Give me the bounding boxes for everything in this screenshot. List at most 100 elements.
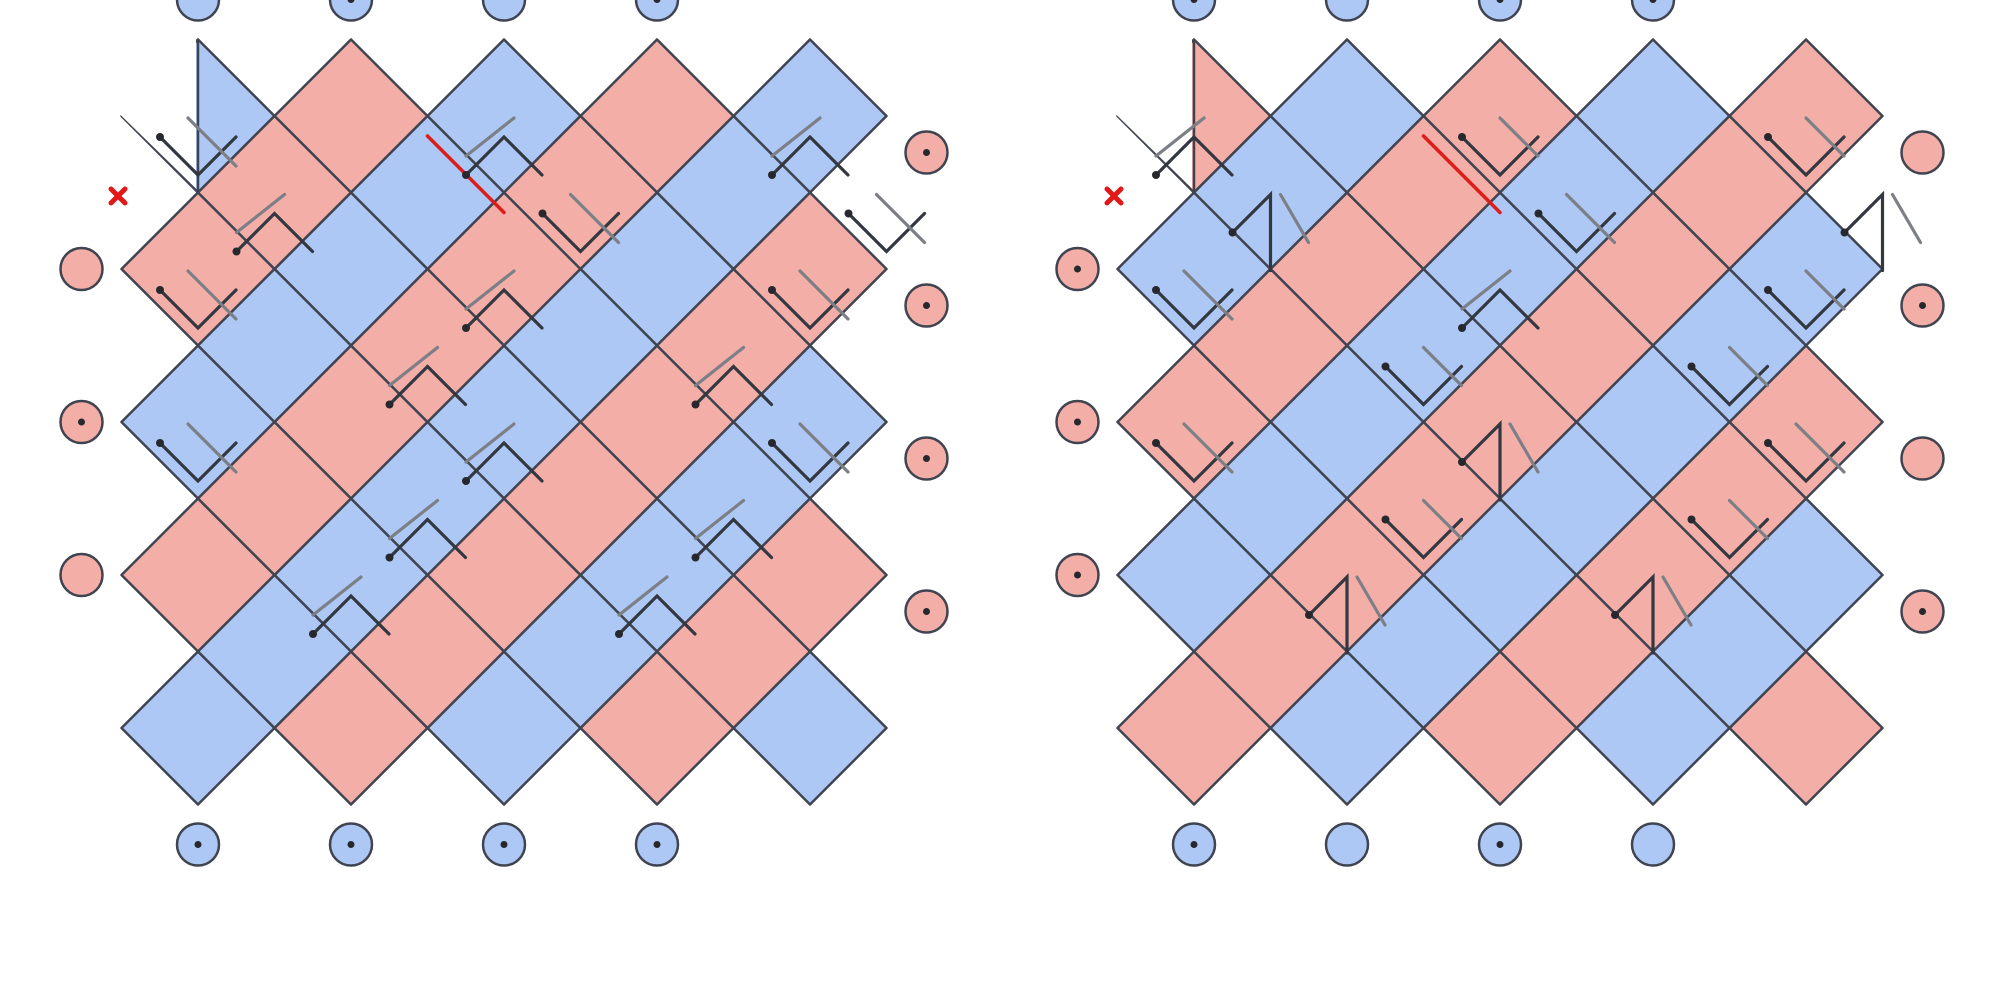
tile-dot: [1840, 228, 1849, 237]
tile-dot: [156, 439, 164, 447]
tile-dot: [1152, 171, 1160, 179]
tile-glyph: [1228, 190, 1311, 273]
tile-arm: [1727, 345, 1770, 388]
tile-arm: [1460, 269, 1512, 311]
tile-dot: [1764, 286, 1772, 294]
tile-glyph: [309, 575, 391, 638]
tile-dot: [691, 400, 700, 409]
boundary-dot: [347, 0, 355, 3]
tile-dot: [1381, 515, 1390, 524]
boundary-dot: [653, 0, 661, 3]
tile-arm: [1766, 441, 1846, 484]
boundary-node-top: [175, 0, 221, 22]
tile-glyph: [615, 575, 697, 638]
tile-arm: [540, 211, 621, 254]
tile-arm: [1154, 116, 1206, 158]
tile-arm: [1460, 135, 1540, 178]
tile-dot: [1458, 458, 1466, 466]
tile-arm: [1383, 517, 1464, 560]
boundary-dot: [1919, 302, 1926, 309]
tile-arm: [693, 517, 774, 560]
boundary-dot: [1496, 841, 1504, 848]
tile-glyph: [385, 498, 468, 562]
boundary-node-bottom: [1324, 822, 1370, 867]
tile-arm: [1460, 287, 1540, 330]
tile-dot: [1764, 439, 1772, 447]
boundary-dot: [1074, 418, 1081, 426]
tile-dot: [1152, 439, 1160, 447]
tile-dot: [1458, 324, 1466, 332]
boundary-dot: [78, 418, 85, 426]
tile-dot: [538, 209, 547, 218]
tile-glyph: [1381, 498, 1464, 560]
tile-dot: [156, 286, 164, 294]
tile-dot: [1534, 209, 1543, 218]
boundary-node-top: [1171, 0, 1217, 22]
tile-arm: [1182, 269, 1234, 321]
tile-arm: [158, 135, 238, 178]
tile-arm: [387, 345, 440, 388]
left-tiling-panel: [59, 0, 949, 867]
tile-arm: [1383, 364, 1464, 407]
tile-dot: [385, 400, 394, 409]
tile-dot: [462, 171, 470, 179]
tile-dot: [691, 553, 700, 562]
boundary-dot: [1919, 608, 1926, 615]
tile-glyph: [156, 269, 238, 331]
tile-glyph: [232, 192, 315, 256]
tile-dot: [1764, 133, 1772, 141]
tile-dot: [1305, 611, 1313, 619]
tile-arm: [1842, 190, 1885, 273]
tile-arm: [1804, 269, 1846, 311]
boundary-dot: [1074, 265, 1081, 273]
tile-glyph: [1305, 573, 1387, 655]
boundary-node-right: [1900, 130, 1945, 175]
tile-dot: [1687, 362, 1696, 371]
tile-glyph: [768, 422, 850, 484]
tile-arm: [770, 441, 850, 484]
tile-arm: [1307, 573, 1349, 655]
tile-dot: [1611, 611, 1619, 619]
tile-arm: [1154, 288, 1234, 331]
tile-arm: [1498, 116, 1540, 158]
tile-glyph: [462, 422, 544, 485]
tile-arm: [1278, 192, 1311, 245]
tile-arm: [1766, 288, 1846, 331]
tile-glyph: [768, 269, 850, 331]
lattice-square: [349, 573, 506, 730]
tile-arm: [798, 422, 850, 474]
tile-arm: [158, 288, 238, 331]
tile-dot: [768, 171, 776, 179]
boundary-dot: [653, 841, 661, 848]
boundary-node-top: [634, 0, 680, 22]
tile-arm: [617, 575, 669, 617]
lattice-square: [1651, 573, 1808, 730]
tile-arm: [1460, 420, 1502, 502]
tile-glyph: [1764, 422, 1846, 484]
tile-arm: [1661, 575, 1693, 627]
tile-dot: [1381, 362, 1390, 371]
boundary-dot: [923, 455, 930, 462]
tile-dot: [768, 286, 776, 294]
tile-arm: [1154, 441, 1234, 484]
tile-glyph: [1458, 116, 1540, 178]
tile-arm: [1355, 575, 1387, 627]
tile-dot: [768, 439, 776, 447]
boundary-node-right: [1900, 436, 1945, 481]
tile-arm: [186, 422, 238, 474]
tile-arm: [1689, 364, 1770, 407]
tile-glyph: [1534, 192, 1617, 254]
tile-arm: [693, 345, 746, 388]
tile-arm: [770, 116, 822, 158]
tile-arm: [1794, 422, 1846, 474]
tile-glyph: [1152, 269, 1234, 331]
tile-arm: [186, 116, 238, 168]
tile-glyph: [156, 116, 238, 178]
tile-arm: [464, 422, 516, 464]
tile-glyph: [538, 192, 621, 254]
boundary-node-left: [59, 246, 104, 292]
tile-arm: [387, 364, 468, 407]
tile-arm: [1421, 345, 1464, 388]
boundary-dot: [1190, 841, 1198, 848]
